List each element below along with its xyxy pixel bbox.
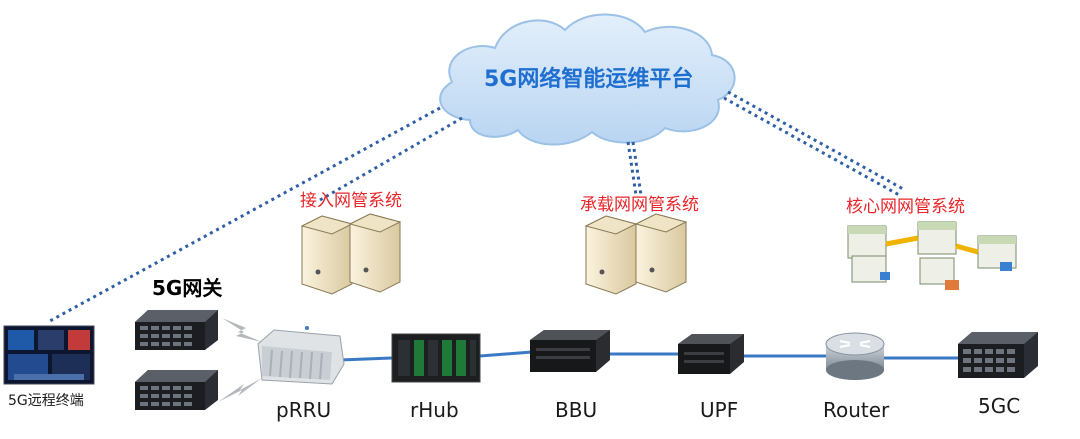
- management-links: [47, 90, 906, 324]
- cloud-icon: [439, 13, 736, 146]
- prru-icon: [257, 326, 345, 385]
- rhub-label: rHub: [410, 398, 459, 422]
- bbu-icon: [530, 330, 610, 372]
- rhub-icon: [391, 333, 481, 383]
- bearer-nms-label: 承载网网管系统: [580, 195, 699, 215]
- gateway-server-icon-2: [135, 370, 218, 410]
- router-icon: [825, 332, 885, 380]
- gateway-server-icon: [135, 310, 218, 350]
- prru-label: pRRU: [276, 398, 332, 422]
- upf-label: UPF: [700, 398, 739, 422]
- gateway-label: 5G网关: [152, 276, 223, 300]
- upf-icon: [678, 334, 744, 374]
- access-nms-server-icon: [300, 213, 402, 295]
- wireless-signal-icon: [218, 318, 262, 402]
- remote-terminal-icon: [3, 325, 95, 385]
- core-nms-label: 核心网网管系统: [846, 197, 965, 217]
- core-5gc-label: 5GC: [978, 394, 1021, 418]
- terminal-label: 5G远程终端: [8, 393, 84, 409]
- bbu-label: BBU: [555, 398, 598, 422]
- core-nms-cluster-icon: [847, 221, 1017, 290]
- router-label: Router: [823, 398, 890, 422]
- bearer-nms-server-icon: [584, 213, 688, 295]
- access-nms-label: 接入网管系统: [300, 191, 402, 211]
- platform-title: 5G网络智能运维平台: [484, 67, 694, 92]
- network-links: [339, 350, 958, 362]
- core-5gc-server-icon: [958, 332, 1038, 378]
